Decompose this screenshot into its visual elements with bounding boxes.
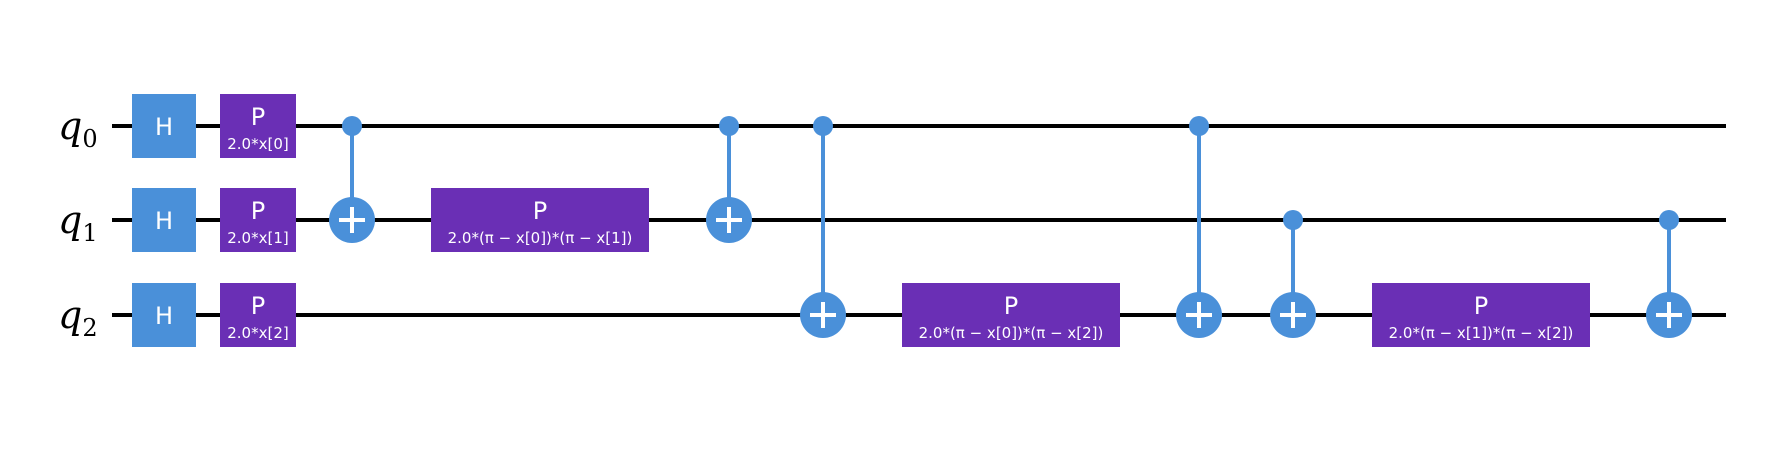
cx-gate-14 <box>1646 210 1692 338</box>
p-gate-param: 2.0*x[2] <box>227 324 288 342</box>
p-gate-13: P 2.0*(π − x[1])*(π − x[2]) <box>1372 283 1590 347</box>
p-gate-box <box>902 283 1120 347</box>
p-gate-param: 2.0*x[0] <box>227 135 288 153</box>
cx-gate-6 <box>329 116 375 243</box>
h-gate-label: H <box>155 207 173 235</box>
qubit-label-2: q2 <box>58 293 98 342</box>
cx-control-dot <box>1189 116 1209 136</box>
p-gate-label: P <box>251 292 265 320</box>
p-gate-box <box>431 188 649 252</box>
p-gate-box <box>220 188 296 252</box>
h-gate-q0: H <box>132 94 196 158</box>
qubit-label-0: q0 <box>58 104 98 153</box>
h-gate-q2: H <box>132 283 196 347</box>
p-gate-param: 2.0*x[1] <box>227 229 288 247</box>
cx-gate-9 <box>800 116 846 338</box>
cx-control-dot <box>1283 210 1303 230</box>
p-gate-param: 2.0*(π − x[0])*(π − x[1]) <box>448 229 633 247</box>
p-gate-label: P <box>533 197 547 225</box>
p-gate-4: P 2.0*x[1] <box>220 188 296 252</box>
p-gate-7: P 2.0*(π − x[0])*(π − x[1]) <box>431 188 649 252</box>
h-gate-label: H <box>155 113 173 141</box>
cx-control-dot <box>342 116 362 136</box>
h-gate-q1: H <box>132 188 196 252</box>
p-gate-3: P 2.0*x[0] <box>220 94 296 158</box>
p-gate-10: P 2.0*(π − x[0])*(π − x[2]) <box>902 283 1120 347</box>
p-gate-box <box>1372 283 1590 347</box>
p-gate-param: 2.0*(π − x[0])*(π − x[2]) <box>919 324 1104 342</box>
p-gate-label: P <box>251 197 265 225</box>
p-gate-box <box>220 94 296 158</box>
cx-control-dot <box>1659 210 1679 230</box>
qubit-label-1: q1 <box>58 198 98 247</box>
h-gate-label: H <box>155 302 173 330</box>
p-gate-label: P <box>1474 292 1488 320</box>
p-gate-5: P 2.0*x[2] <box>220 283 296 347</box>
cx-gate-11 <box>1176 116 1222 338</box>
p-gate-label: P <box>251 103 265 131</box>
h-gate-box <box>132 188 196 252</box>
cx-gate-12 <box>1270 210 1316 338</box>
p-gate-box <box>220 283 296 347</box>
cx-control-dot <box>813 116 833 136</box>
h-gate-box <box>132 283 196 347</box>
h-gate-box <box>132 94 196 158</box>
cx-gate-8 <box>706 116 752 243</box>
p-gate-param: 2.0*(π − x[1])*(π − x[2]) <box>1389 324 1574 342</box>
cx-control-dot <box>719 116 739 136</box>
p-gate-label: P <box>1004 292 1018 320</box>
